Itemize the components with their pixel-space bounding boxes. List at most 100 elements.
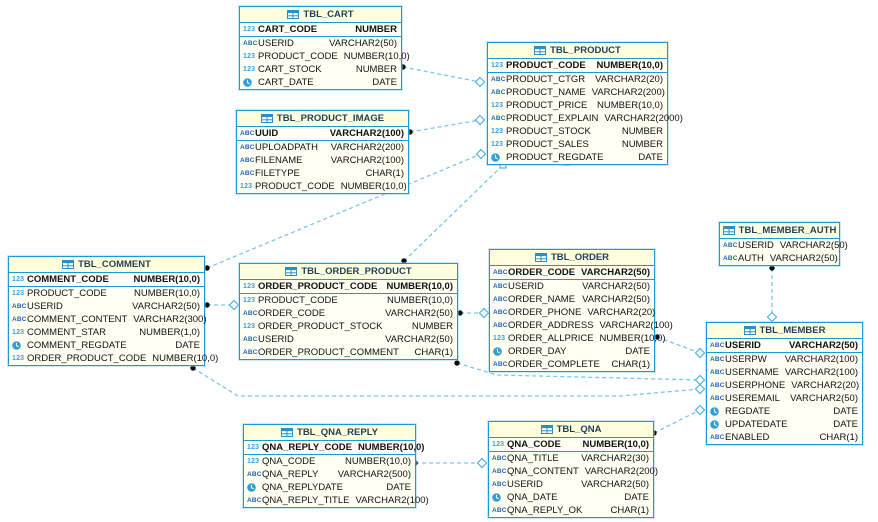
text-type-icon: ABC [723, 242, 738, 249]
column-name: USERID [508, 281, 544, 292]
table-header-tbl-order[interactable]: TBL_ORDER [490, 250, 654, 266]
table-header-tbl-product-image[interactable]: TBL_PRODUCT_IMAGE [237, 111, 408, 127]
table-header-tbl-order-product[interactable]: TBL_ORDER_PRODUCT [240, 264, 457, 280]
relationship-tbl-qna-reply-to-tbl-qna[interactable] [412, 457, 488, 469]
relationship-tbl-comment-to-tbl-product[interactable] [204, 148, 487, 271]
table-header-tbl-member-auth[interactable]: TBL_MEMBER_AUTH [720, 223, 839, 239]
column-name: CART_DATE [258, 77, 314, 88]
column-type: NUMBER(10,0) [133, 274, 200, 285]
relationship-tbl-comment-to-tbl-member[interactable] [190, 365, 706, 397]
relationship-tbl-order-product-to-tbl-order[interactable] [457, 307, 490, 319]
table-header-tbl-product[interactable]: TBL_PRODUCT [488, 43, 667, 59]
numeric-type-icon: 123 [243, 53, 256, 60]
date-type-icon [243, 78, 258, 87]
referenced-end-diamond [474, 114, 486, 126]
table-header-tbl-member[interactable]: TBL_MEMBER [707, 323, 862, 339]
relationship-tbl-product-image-to-tbl-product[interactable] [407, 114, 486, 135]
relationship-tbl-order-to-tbl-member[interactable] [654, 334, 706, 359]
relationship-tbl-qna-to-tbl-member[interactable] [651, 404, 706, 436]
table-header-tbl-qna[interactable]: TBL_QNA [489, 422, 653, 438]
relationship-tbl-cart-to-tbl-product[interactable] [400, 64, 486, 88]
table-header-tbl-qna-reply[interactable]: TBL_QNA_REPLY [244, 425, 415, 441]
relationship-tbl-order-product-to-tbl-product[interactable] [401, 161, 507, 264]
table-header-tbl-comment[interactable]: TBL_COMMENT [9, 257, 204, 273]
numeric-type-icon: 123 [12, 276, 25, 283]
relationship-tbl-member-auth-to-tbl-member[interactable] [766, 265, 778, 323]
relationship-tbl-comment-to-tbl-order-product[interactable] [204, 299, 240, 311]
table-header-tbl-cart[interactable]: TBL_CART [240, 7, 401, 23]
column-name: QNA_REPLYDATE [262, 482, 343, 493]
